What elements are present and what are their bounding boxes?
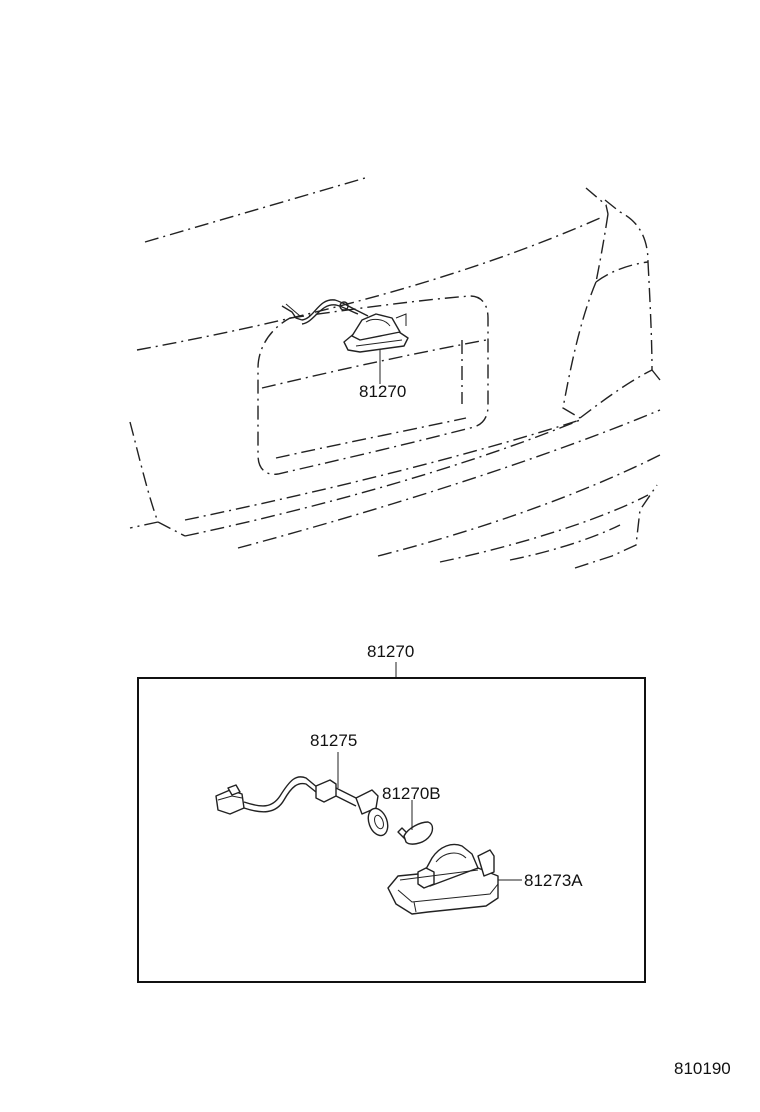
label-socket-wire: 81275 xyxy=(310,731,357,750)
license-lamp-installed xyxy=(281,299,409,384)
lens-housing xyxy=(387,843,499,915)
diagram-id: 810190 xyxy=(674,1059,731,1078)
bulb xyxy=(397,821,434,845)
label-assembly-box: 81270 xyxy=(367,642,414,661)
license-plate-recess xyxy=(257,295,489,475)
socket-and-wire xyxy=(215,776,389,837)
label-bulb: 81270B xyxy=(382,784,441,803)
label-assembly-top: 81270 xyxy=(359,382,406,401)
vehicle-rear-outline xyxy=(129,177,661,569)
label-lens-housing: 81273A xyxy=(524,871,583,890)
assembly-frame xyxy=(137,677,646,983)
